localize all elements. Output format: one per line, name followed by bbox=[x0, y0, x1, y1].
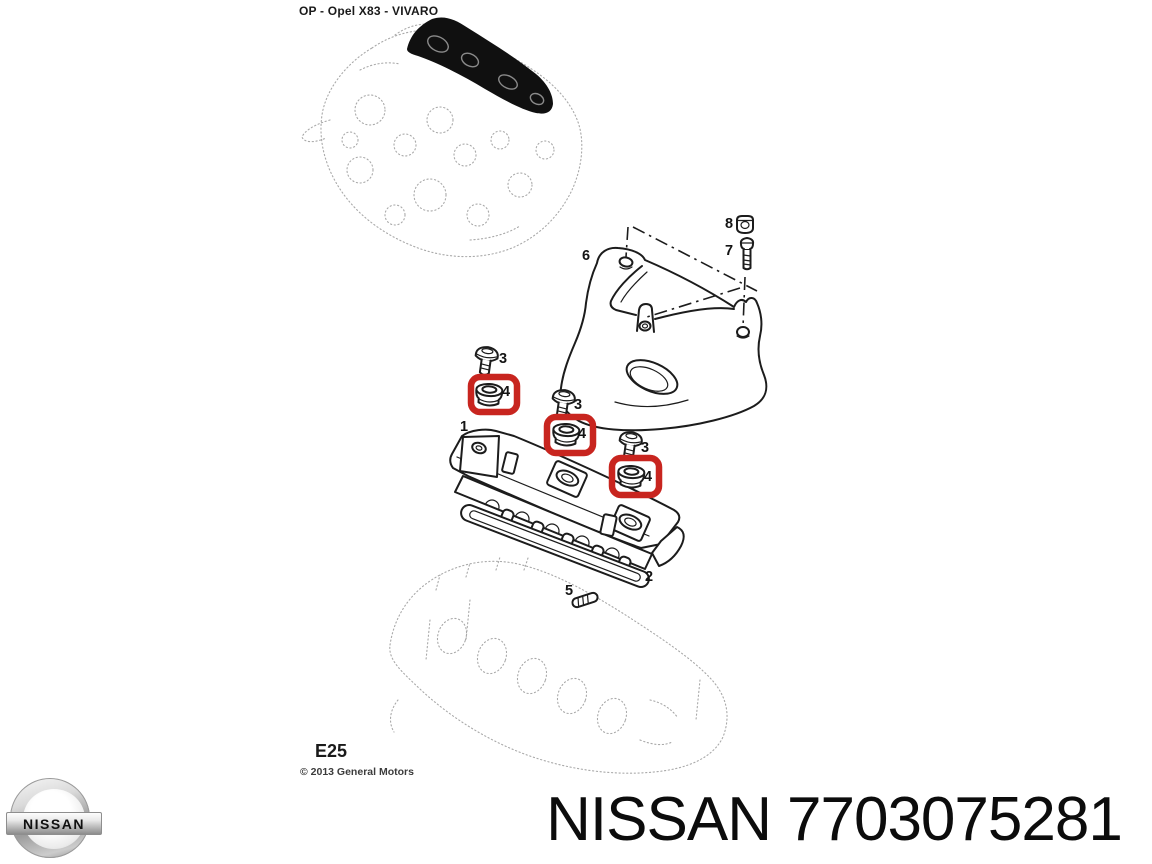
highlight-box-grommet-c bbox=[608, 454, 663, 499]
diagram-section-code: E25 bbox=[315, 741, 348, 761]
callout-valve-cover: 1 bbox=[460, 419, 469, 435]
engine-location-sketch bbox=[301, 17, 583, 258]
nissan-logo-bar: NISSAN bbox=[6, 812, 102, 835]
copyright-notice: © 2013 General Motors bbox=[300, 766, 414, 778]
valve-cover-location-highlight bbox=[407, 17, 553, 114]
gasket-drawing bbox=[460, 504, 650, 588]
bolt-a-drawing bbox=[472, 344, 500, 378]
stud-drawing bbox=[739, 237, 755, 271]
grommet-b-drawing bbox=[551, 422, 581, 448]
nissan-logo-wordmark: NISSAN bbox=[23, 815, 85, 832]
highlight-box-grommet-a bbox=[467, 373, 521, 416]
callout-grommet-b: 4 bbox=[578, 426, 587, 442]
part-brand: NISSAN bbox=[546, 784, 772, 854]
callout-stud: 7 bbox=[725, 243, 734, 259]
part-number: 7703075281 bbox=[787, 784, 1123, 854]
dowel-pin-drawing bbox=[571, 591, 599, 609]
engine-cover-drawing bbox=[559, 246, 768, 432]
part-title: NISSAN 7703075281 bbox=[520, 779, 1148, 859]
callout-bolt-c: 3 bbox=[641, 440, 650, 456]
callout-gasket: 2 bbox=[645, 569, 654, 585]
callout-dowel-pin: 5 bbox=[565, 583, 574, 599]
assembly-dash-lines bbox=[625, 226, 758, 328]
grommet-c-drawing bbox=[616, 464, 646, 490]
highlight-box-grommet-b bbox=[543, 413, 597, 457]
cap-nut-drawing bbox=[736, 215, 754, 234]
callout-grommet-a: 4 bbox=[502, 384, 511, 400]
nissan-logo: NISSAN bbox=[6, 777, 102, 863]
catalog-model-reference: OP - Opel X83 - VIVARO bbox=[299, 4, 439, 18]
cylinder-head-sketch bbox=[389, 556, 728, 774]
callout-cap-nut: 8 bbox=[725, 216, 734, 232]
callout-bolt-a: 3 bbox=[499, 351, 508, 367]
callout-bolt-b: 3 bbox=[574, 397, 583, 413]
callout-engine-cover: 6 bbox=[582, 248, 591, 264]
grommet-a-drawing bbox=[474, 382, 504, 408]
callout-grommet-c: 4 bbox=[644, 469, 653, 485]
